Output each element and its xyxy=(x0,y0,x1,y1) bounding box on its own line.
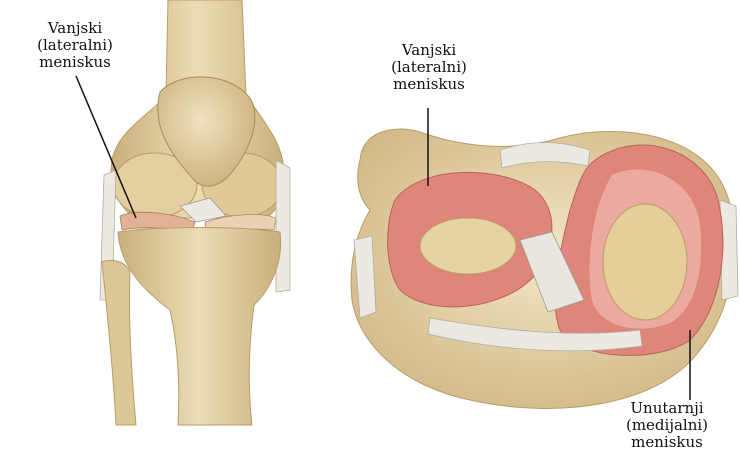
label-line: (lateralni) xyxy=(16,37,134,54)
label-line: Vanjski xyxy=(370,42,488,59)
label-line: meniskus xyxy=(370,76,488,93)
tibial-plateau-top-view xyxy=(351,129,738,408)
tibia xyxy=(118,228,281,426)
label-line: Unutarnji xyxy=(600,400,734,417)
label-line: Vanjski xyxy=(16,20,134,37)
label-line: (medijalni) xyxy=(600,417,734,434)
label-line: meniskus xyxy=(16,54,134,71)
medial-collateral-ligament xyxy=(276,160,290,292)
medial-articular-surface xyxy=(603,204,687,320)
label-lateral-meniscus-top: Vanjski (lateralni) meniskus xyxy=(370,42,488,93)
label-line: (lateralni) xyxy=(370,59,488,76)
label-lateral-meniscus-front: Vanjski (lateralni) meniskus xyxy=(16,20,134,71)
label-line: meniskus xyxy=(600,434,734,451)
fibula xyxy=(102,260,136,425)
label-medial-meniscus-top: Unutarnji (medijalni) meniskus xyxy=(600,400,734,451)
lateral-articular-surface xyxy=(420,218,516,274)
